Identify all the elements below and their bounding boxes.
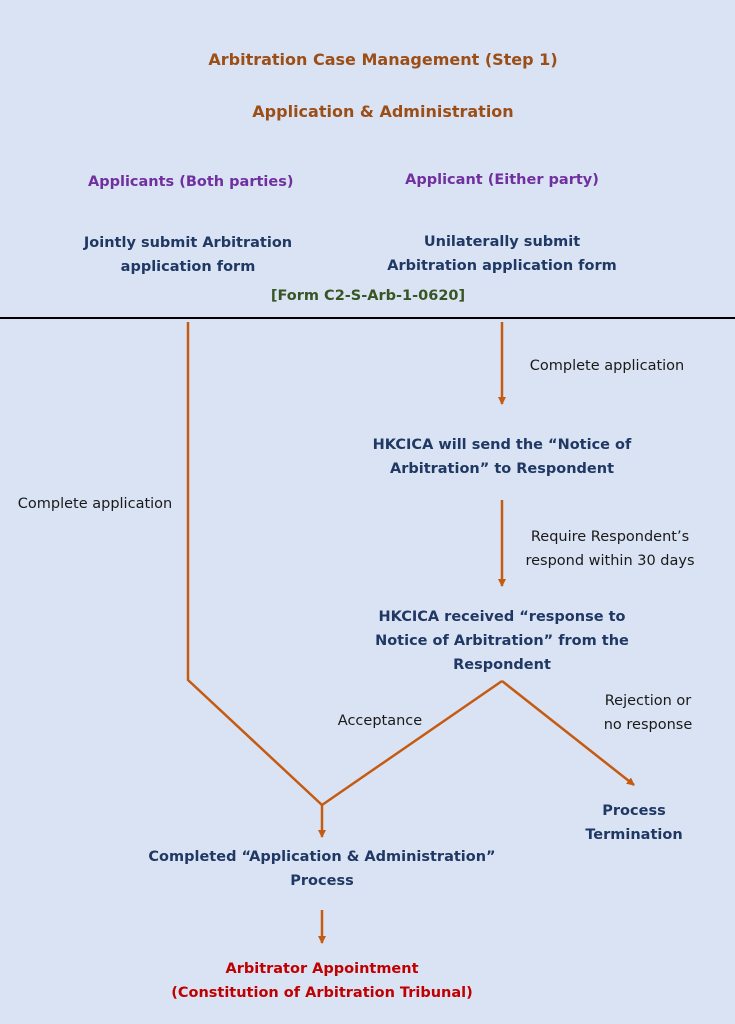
right-submit-line2: Arbitration application form xyxy=(387,258,617,274)
received-line2: Notice of Arbitration” from the xyxy=(375,633,629,649)
right-submit-line1: Unilaterally submit xyxy=(423,234,581,250)
rejection-line1: Rejection or xyxy=(604,693,692,709)
require-line2: respond within 30 days xyxy=(525,553,695,569)
notice-node: HKCICA will send the “Notice of Arbitrat… xyxy=(342,433,662,481)
left-submit-line2: application form xyxy=(120,259,256,275)
notice-line2: Arbitration” to Respondent xyxy=(389,461,615,477)
rejection-line2: no response xyxy=(603,717,693,733)
diagram-title: Arbitration Case Management (Step 1) xyxy=(208,50,558,69)
termination-line1: Process xyxy=(602,803,666,819)
right-complete-label: Complete application xyxy=(529,358,685,374)
left-complete-label: Complete application xyxy=(17,496,173,512)
require-respond-label: Require Respondent’s respond within 30 d… xyxy=(510,525,710,573)
right-submit-action: Unilaterally submit Arbitration applicat… xyxy=(382,230,622,278)
received-node: HKCICA received “response to Notice of A… xyxy=(342,605,662,677)
termination-node: Process Termination xyxy=(574,799,694,847)
rejection-arrow xyxy=(501,680,635,786)
diagram-subtitle: Application & Administration xyxy=(252,102,514,121)
appointment-line2: (Constitution of Arbitration Tribunal) xyxy=(171,985,473,1001)
left-path-line xyxy=(186,322,323,806)
acceptance-label: Acceptance xyxy=(337,713,423,729)
completed-node: Completed “Application & Administration”… xyxy=(112,845,532,893)
notice-line1: HKCICA will send the “Notice of xyxy=(372,437,632,453)
completed-line2: Process xyxy=(290,873,354,889)
arbitrator-appointment-node: Arbitrator Appointment (Constitution of … xyxy=(162,957,482,1005)
left-submit-line1: Jointly submit Arbitration xyxy=(83,235,293,251)
left-party-label: Applicants (Both parties) xyxy=(88,174,294,190)
completed-line1: Completed “Application & Administration” xyxy=(148,849,496,865)
require-line1: Require Respondent’s xyxy=(530,529,690,545)
acceptance-line xyxy=(321,679,503,807)
rejection-label: Rejection or no response xyxy=(578,689,718,737)
form-reference: [Form C2-S-Arb-1-0620] xyxy=(270,288,466,304)
left-submit-action: Jointly submit Arbitration application f… xyxy=(68,231,308,279)
received-line1: HKCICA received “response to xyxy=(378,609,626,625)
right-party-label: Applicant (Either party) xyxy=(405,172,599,188)
termination-line2: Termination xyxy=(585,827,683,843)
received-line3: Respondent xyxy=(453,657,551,673)
appointment-line1: Arbitrator Appointment xyxy=(225,961,419,977)
